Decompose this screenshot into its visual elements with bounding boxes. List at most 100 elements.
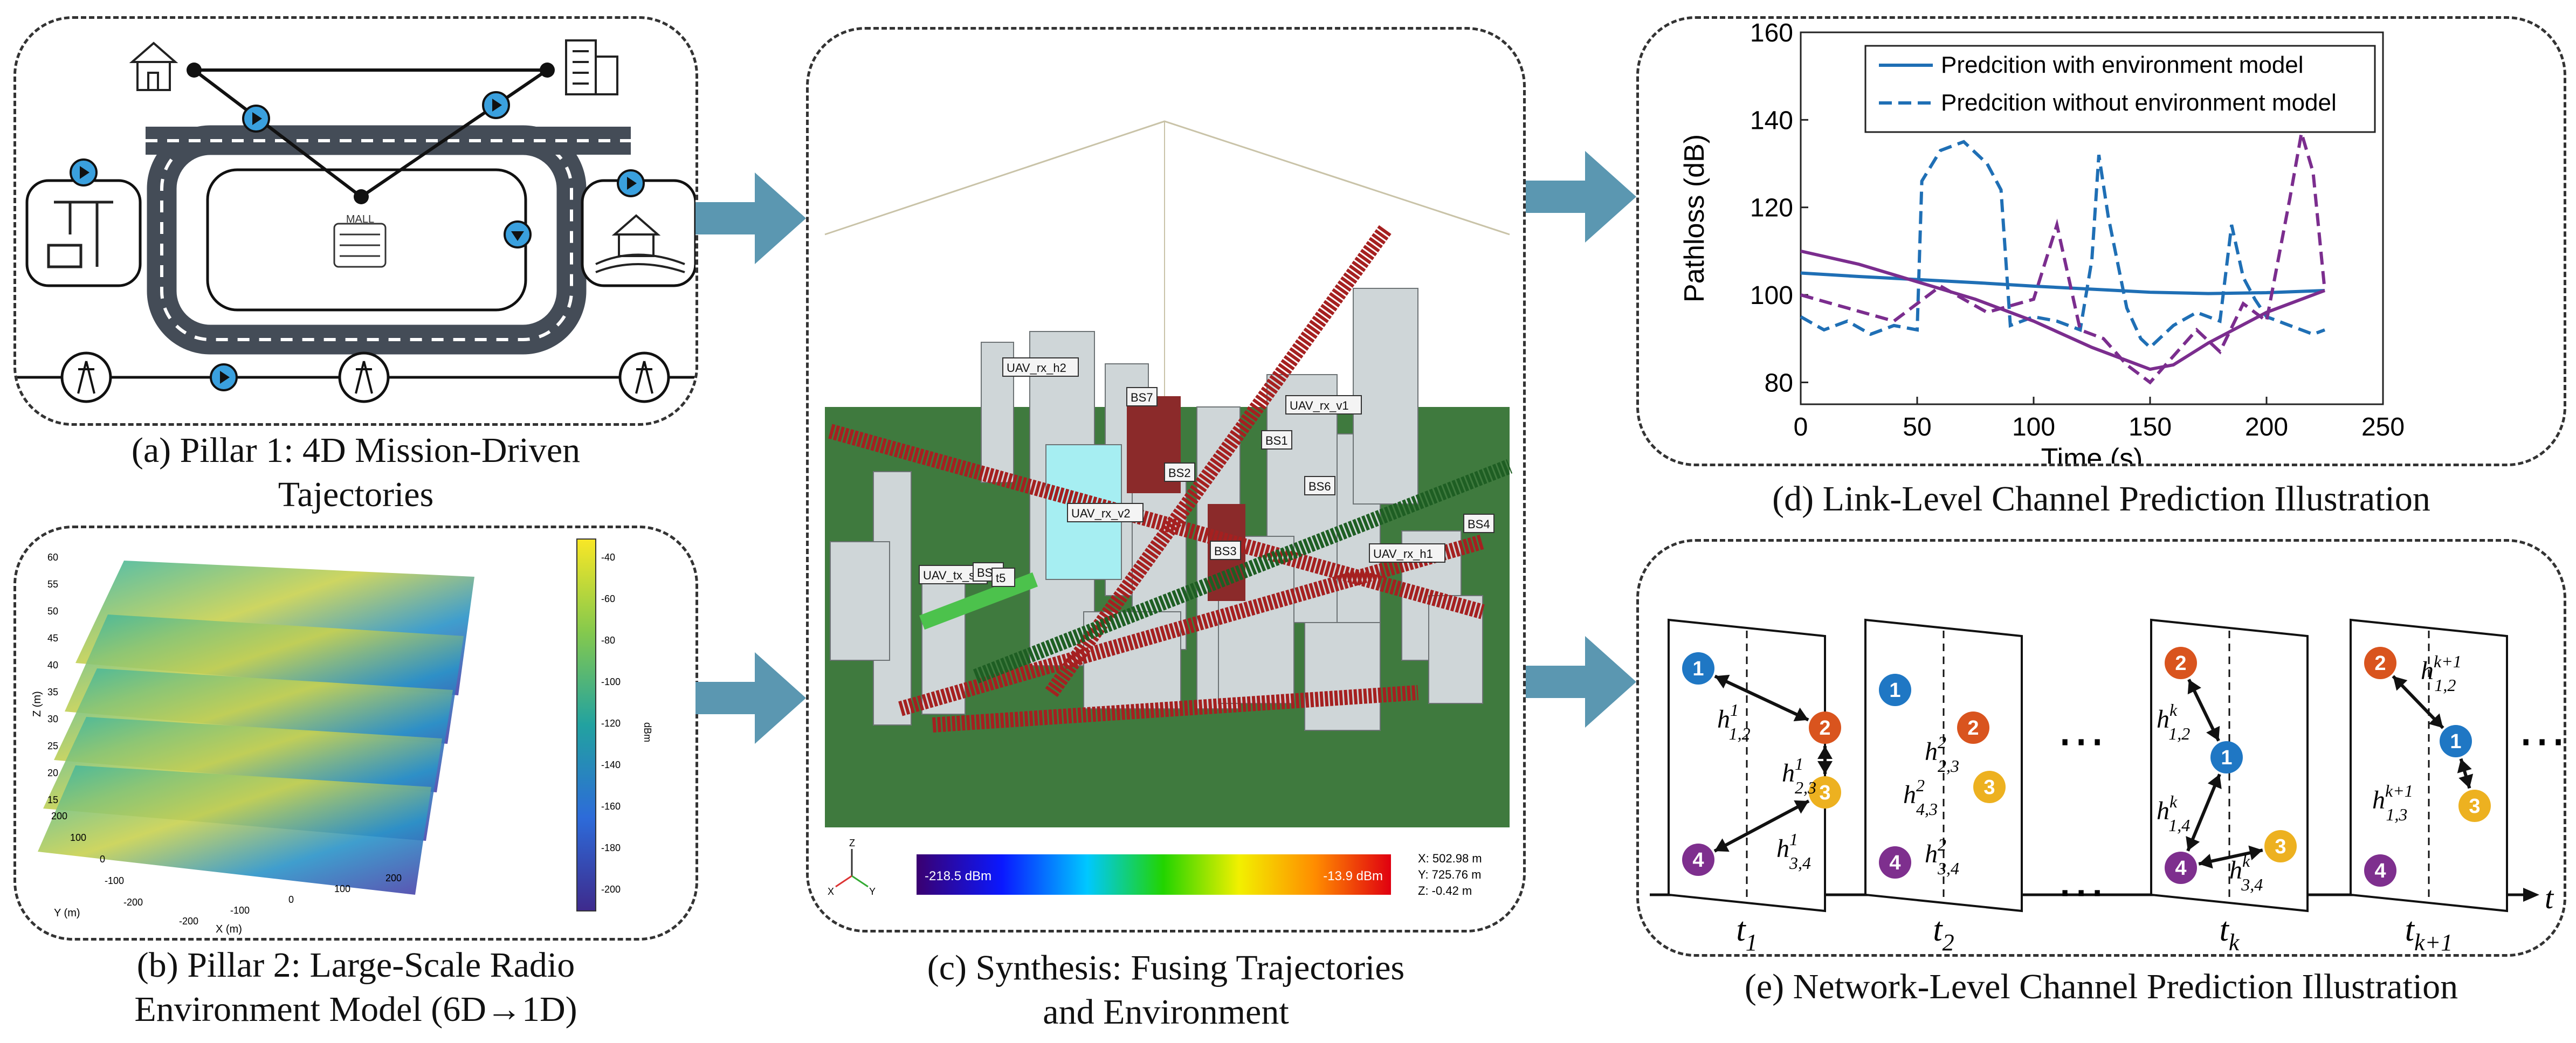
caption-e: (e) Network-Level Channel Prediction Ill…	[1636, 965, 2566, 1009]
uav-marker-icon	[210, 363, 238, 391]
y-tick-label: 80	[1765, 369, 1793, 397]
colorbar-tick-label: -180	[601, 842, 621, 853]
y-tick-label: 120	[1750, 194, 1793, 223]
scene-label: BS3	[1210, 541, 1241, 560]
node-4	[1879, 846, 1911, 879]
z-tick-label: 20	[47, 768, 58, 778]
colorbar-tick-label: -140	[601, 759, 621, 770]
colorbar	[576, 538, 596, 911]
node-2	[2364, 647, 2396, 679]
uav-trajectory-v1	[1045, 224, 1392, 697]
z-tick-label: 60	[47, 552, 58, 563]
node-label: 1	[2221, 747, 2232, 769]
svg-text:UAV_rx_v1: UAV_rx_v1	[1290, 399, 1349, 412]
svg-text:BS1: BS1	[1265, 434, 1288, 447]
trajectory-path	[193, 68, 553, 199]
node-3	[1809, 776, 1841, 809]
node-1	[1682, 652, 1714, 685]
node-label: 3	[1819, 782, 1830, 804]
time-label: t1	[1736, 911, 1757, 954]
scene-label: BS6	[1304, 476, 1335, 495]
y-axis-label: Pathloss (dB)	[1679, 134, 1710, 302]
z-axis-label: Z (m)	[31, 691, 43, 717]
x-tick-label: 50	[1903, 413, 1931, 441]
x-tick-label: 200	[385, 873, 402, 883]
node-3	[2458, 790, 2491, 822]
node-2	[1809, 712, 1841, 744]
series-line	[1800, 249, 2326, 371]
series-line	[1800, 140, 2326, 350]
caption-a-line2: Tajectories	[278, 475, 434, 514]
colorbar-tick-label: -120	[601, 718, 621, 729]
scene-label: UAV_rx_v2	[1067, 503, 1144, 522]
colorbar-tick-label: -40	[601, 552, 615, 563]
node-label: 4	[1692, 849, 1704, 872]
svg-text:BS6: BS6	[1308, 480, 1331, 493]
caption-a: (a) Pillar 1: 4D Mission-Driven Tajector…	[13, 429, 698, 517]
crane-icon	[47, 201, 113, 268]
arrow-b-to-c	[695, 652, 806, 744]
chart-legend: Predcition with environment modelPredcit…	[1864, 45, 2376, 133]
node-label: 1	[1692, 658, 1704, 680]
caption-d-text: (d) Link-Level Channel Prediction Illust…	[1772, 479, 2430, 519]
svg-text:UAV_rx_h2: UAV_rx_h2	[1007, 361, 1066, 375]
scale-min-label: -218.5 dBm	[925, 869, 991, 883]
power-tower-icon	[60, 351, 112, 403]
svg-text:UAV_rx_v2: UAV_rx_v2	[1071, 507, 1131, 520]
y-tick-label: -100	[105, 875, 124, 886]
z-tick-label: 55	[47, 579, 58, 590]
uav-trajectory-s	[932, 685, 1418, 733]
caption-b: (b) Pillar 2: Large-Scale Radio Environm…	[13, 943, 698, 1032]
uav-marker-icon	[482, 91, 510, 119]
waypoint-dot	[187, 63, 202, 78]
construction-site-box	[25, 179, 142, 287]
office-building-icon	[565, 39, 618, 95]
node-label: 3	[2275, 835, 2286, 858]
z-tick-label: 45	[47, 633, 58, 644]
x-tick-label: 0	[1794, 413, 1808, 441]
colorbar-tick-label: -100	[601, 676, 621, 687]
uav-marker-icon	[504, 220, 532, 248]
node-label: 4	[2175, 857, 2186, 880]
uav-marker-icon	[70, 158, 98, 187]
node-label: 4	[1889, 852, 1900, 874]
waypoint-dot	[540, 63, 555, 78]
ellipsis-label: ⋯	[2518, 714, 2564, 768]
x-tick-label: 100	[334, 883, 350, 894]
y-tick-label: 100	[70, 832, 86, 843]
uav-trajectory-h2	[828, 424, 1485, 619]
node-2	[1957, 712, 1989, 744]
uav-tx-green	[919, 572, 1038, 630]
gizmo-y-label: Y	[869, 886, 876, 897]
power-tower-icon	[338, 351, 390, 403]
farm-icon	[595, 214, 685, 273]
series-line	[1800, 271, 2325, 295]
x-tick-label: -200	[179, 916, 198, 927]
svg-text:BS3: BS3	[1214, 544, 1237, 558]
svg-text:BS7: BS7	[1131, 391, 1153, 404]
time-label: tk+1	[2405, 911, 2453, 954]
gizmo-z-label: Z	[849, 838, 855, 848]
arrow-c-to-d	[1526, 151, 1636, 243]
coord-z: Z: -0.42 m	[1418, 884, 1472, 897]
z-tick-label: 25	[47, 741, 58, 751]
node-label: 1	[1889, 679, 1900, 702]
chart-series	[1800, 132, 2326, 385]
colorbar-tick-label: -80	[601, 635, 615, 646]
x-tick-label: 100	[2012, 413, 2055, 441]
legend-box	[1864, 45, 2376, 133]
y-axis-label: Y (m)	[54, 907, 80, 919]
z-tick-label: 50	[47, 606, 58, 617]
node-4	[1682, 844, 1714, 876]
scale-max-label: -13.9 dBm	[1323, 869, 1383, 883]
node-label: 4	[2374, 860, 2386, 882]
scene-labels: UAV_rx_h2BS7UAV_rx_v1BS1BS2BS6UAV_rx_v2B…	[919, 357, 1494, 587]
z-tick-label: 35	[47, 687, 58, 697]
svg-text:UAV_tx_s: UAV_tx_s	[923, 569, 975, 582]
